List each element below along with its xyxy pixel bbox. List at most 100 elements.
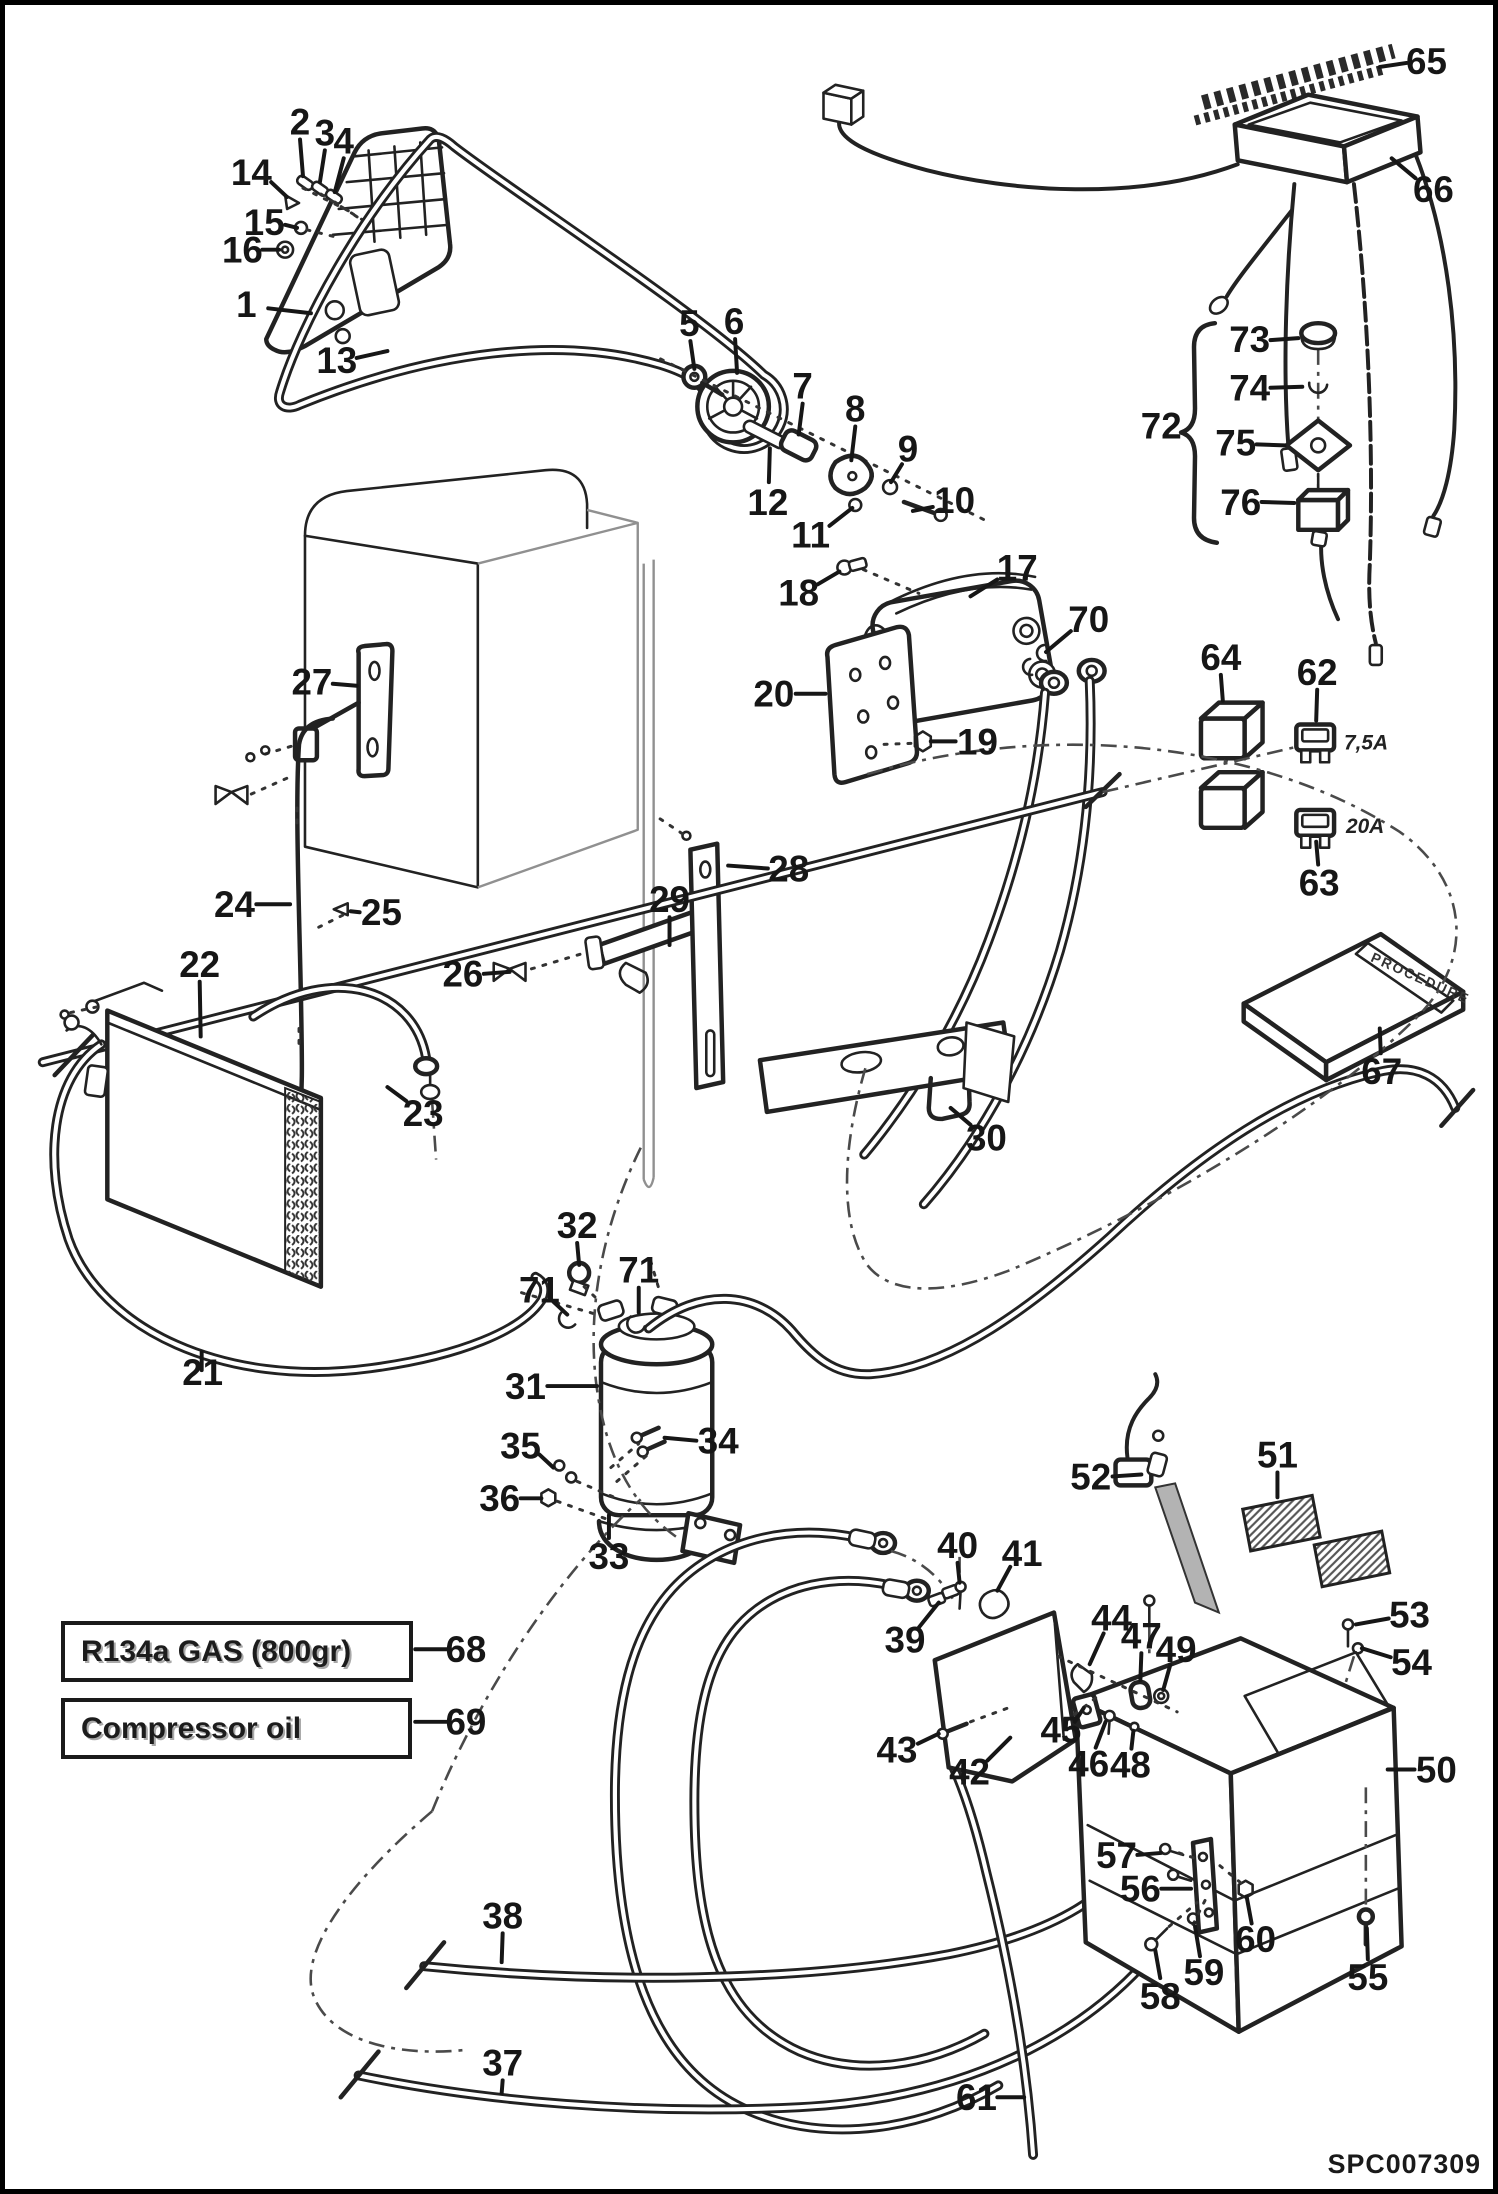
part-label-38: 38 (482, 1895, 523, 1936)
fuse-20a (1294, 807, 1337, 849)
compressor-oil-text: Compressor oil (81, 1711, 302, 1745)
foam-strip (1240, 1493, 1322, 1553)
part-label-34: 34 (698, 1421, 739, 1462)
part-label-5: 5 (679, 303, 699, 344)
part-label-8: 8 (845, 389, 865, 430)
part-label-17: 17 (997, 547, 1038, 588)
compressor-hoses (859, 675, 1096, 1210)
part-label-73: 73 (1229, 319, 1270, 360)
part-label-52: 52 (1070, 1456, 1111, 1497)
leader-line-34 (662, 1435, 699, 1443)
leader-line-35 (537, 1452, 556, 1470)
part-label-31: 31 (505, 1366, 546, 1407)
part-label-76: 76 (1220, 482, 1261, 523)
leader-line-37 (499, 2078, 505, 2096)
leader-line-23 (385, 1085, 409, 1103)
switch-cap (1299, 320, 1338, 346)
leader-line-25 (348, 909, 362, 915)
part-label-44: 44 (1091, 1597, 1132, 1638)
leader-line-18 (815, 569, 842, 587)
part-label-15: 15 (244, 202, 285, 243)
leader-line-13 (354, 349, 390, 360)
part-label-48: 48 (1110, 1744, 1151, 1785)
part-label-63: 63 (1299, 862, 1340, 903)
leader-line-2 (298, 137, 305, 179)
foam-strip (1312, 1529, 1392, 1589)
leader-line-27 (330, 681, 359, 688)
leader-line-53 (1353, 1616, 1391, 1627)
compressor-mount-plate (824, 624, 920, 785)
leader-line-15 (283, 222, 300, 230)
leader-line-64 (1218, 672, 1225, 703)
part-label-25: 25 (361, 892, 402, 933)
leader-line-44 (1087, 1631, 1106, 1667)
part-label-71: 71 (519, 1270, 560, 1311)
leader-line-71 (551, 1299, 570, 1317)
receiver-drier (520, 1259, 743, 1566)
relays-and-fuses: 7,5A 20A (1198, 700, 1388, 849)
leader-line-47 (1138, 1651, 1144, 1683)
gas-charge-note: R134a GAS (800gr) (61, 1621, 413, 1682)
part-label-18: 18 (778, 572, 819, 613)
relay-cube (1198, 769, 1265, 831)
part-label-20: 20 (753, 674, 794, 715)
fuse-7-5a (1294, 722, 1337, 764)
suction-hose (643, 1064, 1476, 1380)
shaft-parts (742, 419, 948, 523)
part-label-10: 10 (934, 480, 975, 521)
manual-plate: PROCEDURE (1241, 931, 1473, 1083)
part-label-13: 13 (316, 340, 357, 381)
leader-line-38 (499, 1931, 505, 1965)
leader-line-73 (1268, 336, 1301, 343)
part-label-43: 43 (877, 1730, 918, 1771)
relay-cube (1198, 700, 1265, 761)
part-label-32: 32 (557, 1205, 598, 1246)
terminal-strip (1201, 43, 1396, 110)
part-label-72: 72 (1141, 405, 1182, 446)
leader-line-3 (317, 148, 327, 185)
part-label-51: 51 (1257, 1435, 1298, 1476)
leader-line-70 (1044, 629, 1073, 654)
part-label-3: 3 (315, 112, 335, 153)
switch-plate (1284, 418, 1353, 473)
leader-line-32 (575, 1241, 582, 1267)
leader-line-17 (968, 577, 1000, 599)
part-label-7: 7 (792, 366, 812, 407)
pointer-arrow (1153, 1482, 1221, 1615)
base-bracket-30 (757, 1020, 1016, 1122)
leader-line-75 (1254, 442, 1287, 448)
leader-line-22 (197, 979, 203, 1039)
part-label-57: 57 (1096, 1835, 1137, 1876)
leader-line-6 (733, 337, 740, 375)
leader-line-63 (1314, 839, 1321, 867)
leader-line-4 (332, 156, 346, 195)
part-label-59: 59 (1183, 1952, 1224, 1993)
mount-fasteners (275, 174, 373, 259)
part-label-30: 30 (966, 1118, 1007, 1159)
pressure-switch-stack (1178, 320, 1353, 548)
leader-line-59 (1193, 1924, 1202, 1959)
leader-line-1 (266, 306, 313, 316)
part-label-65: 65 (1406, 41, 1447, 82)
part-label-14: 14 (231, 152, 272, 193)
part-label-74: 74 (1229, 368, 1270, 409)
condenser (49, 981, 550, 1377)
leader-line-67 (1377, 1026, 1383, 1056)
leader-line-52 (1110, 1472, 1144, 1479)
part-label-1: 1 (236, 284, 256, 325)
part-label-62: 62 (1297, 652, 1338, 693)
part-label-27: 27 (291, 662, 332, 703)
part-label-19: 19 (957, 721, 998, 762)
bracket-72-brace (1178, 320, 1220, 545)
valve-cover-42 (932, 1610, 1079, 1784)
part-label-2: 2 (290, 101, 310, 142)
part-label-71: 71 (618, 1250, 659, 1291)
part-label-75: 75 (1215, 422, 1256, 463)
part-label-50: 50 (1416, 1749, 1457, 1790)
part-label-23: 23 (403, 1093, 444, 1134)
part-label-58: 58 (1140, 1976, 1181, 2017)
part-label-60: 60 (1235, 1919, 1276, 1960)
leader-line-74 (1268, 384, 1305, 390)
